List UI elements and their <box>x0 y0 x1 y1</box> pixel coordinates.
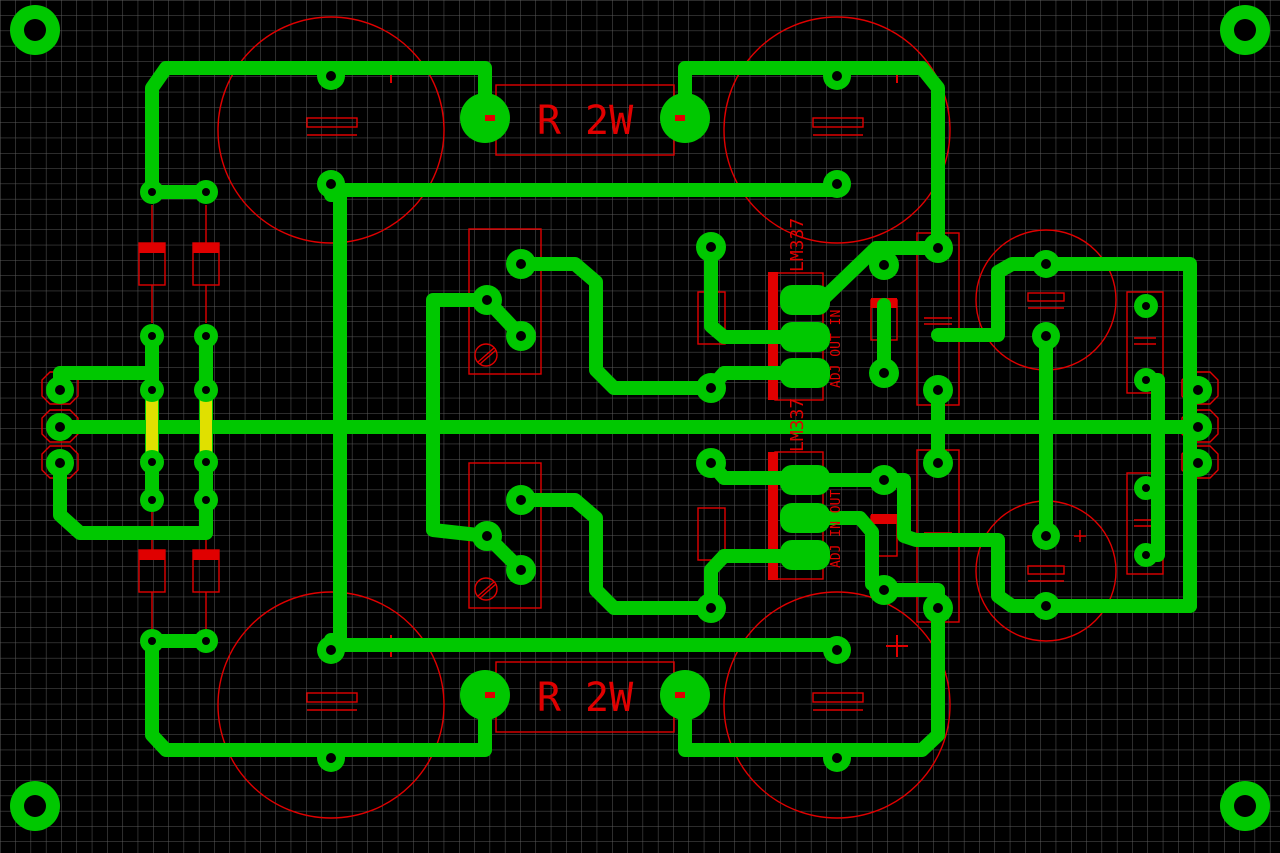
diode-band-3 <box>139 550 165 560</box>
capacitor-symbols <box>306 117 1065 711</box>
resistor-pad-centers <box>485 115 685 698</box>
protection-diode-band-bottom <box>871 514 897 524</box>
regulator-name-bottom: LM337 <box>787 398 808 452</box>
capacitor-outline-top-left <box>217 16 445 244</box>
regulator-name-top: LM337 <box>787 218 808 272</box>
regulator-pins-bottom: ADJ IN OUT <box>829 490 844 568</box>
regulator-pins-top: ADJ OUT IN <box>829 310 844 388</box>
resistor-label-bottom: R 2W <box>537 675 634 721</box>
diode-band-1 <box>139 243 165 253</box>
trace-top-right <box>678 61 945 255</box>
trace-bottom-right <box>678 601 945 757</box>
capacitor-outline-bottom-right <box>723 591 951 819</box>
diode-band-4 <box>193 550 219 560</box>
trace-top-left <box>145 61 492 199</box>
drill-holes <box>24 19 1256 817</box>
capacitor-outline-bottom-left <box>217 591 445 819</box>
output-cap-outline-top <box>1126 291 1164 394</box>
trimmer-screw-icons <box>474 343 498 601</box>
resistor-label-top: R 2W <box>537 98 634 144</box>
capacitor-outline-top-right <box>723 16 951 244</box>
diode-band-2 <box>193 243 219 253</box>
regulator-tab-bottom <box>768 452 778 580</box>
